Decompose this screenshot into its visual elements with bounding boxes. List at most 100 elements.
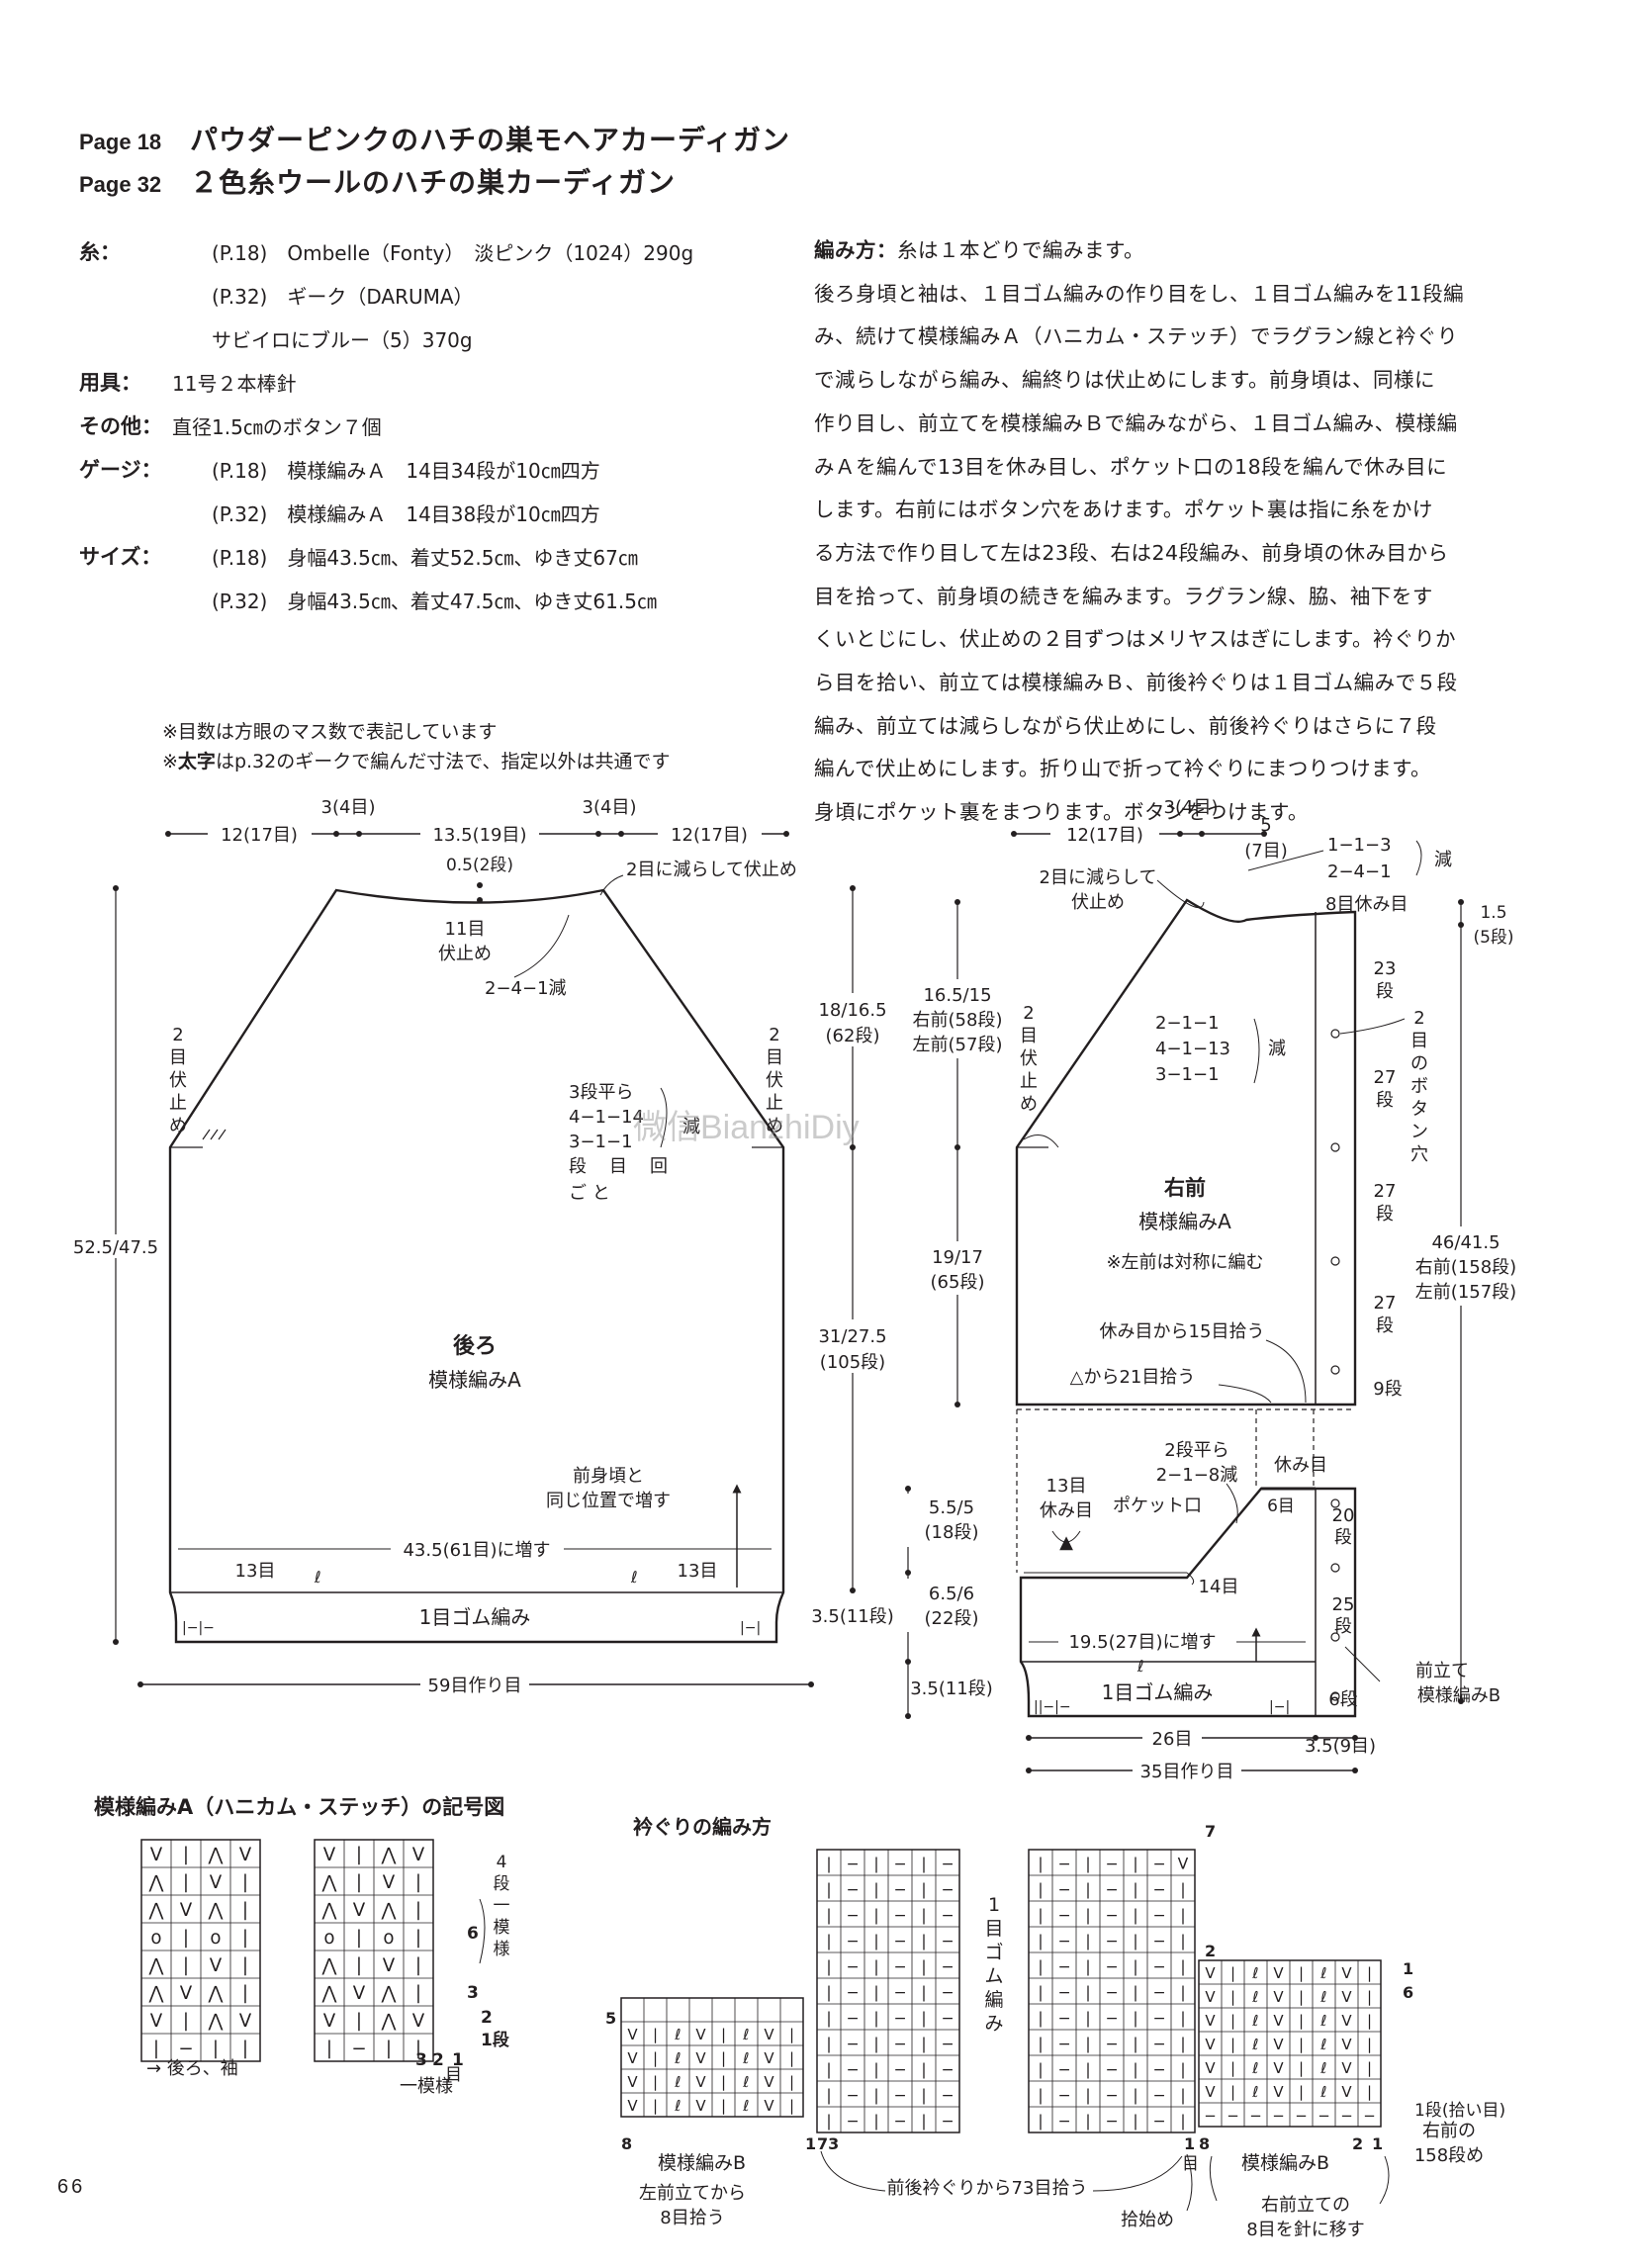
- other-value: 直径1.5㎝のボタン７個: [172, 414, 382, 439]
- stitch-symbol: ⋀: [381, 1845, 397, 1865]
- stitch-symbol: |: [1133, 2113, 1137, 2131]
- stitch-symbol: ⋀: [148, 1900, 164, 1921]
- stitch-symbol: |: [1038, 2087, 1043, 2105]
- front-shoulder-dec: 2−4−1: [1327, 862, 1392, 882]
- stitch-symbol: −: [1152, 1856, 1165, 1873]
- back-inc-mark: ℓ: [314, 1568, 321, 1587]
- stitch-symbol: ℓ: [742, 2049, 749, 2067]
- collar-col-8b: 8: [1199, 2134, 1210, 2153]
- collar-eye: 目: [1182, 2154, 1199, 2174]
- stitch-symbol: V: [627, 2026, 638, 2043]
- front-height-total: 46/41.5: [1431, 1232, 1500, 1253]
- back-right-bindoff: 2: [769, 1025, 779, 1045]
- stitch-symbol: −: [941, 1856, 954, 1873]
- front-pickup-1: 休み目から15目拾う: [1100, 1321, 1265, 1342]
- front-shoulder-dec-label: 減: [1434, 850, 1452, 870]
- front-left-bindoff: 2: [1023, 1003, 1034, 1024]
- front-raglan-rows: 左前(57段): [913, 1035, 1003, 1055]
- front-raglan-dec: 3−1−1: [1155, 1064, 1220, 1085]
- stitch-symbol: |: [1085, 1958, 1090, 1976]
- stitch-symbol: |: [415, 1983, 421, 2004]
- front-left-bindoff: 伏: [1020, 1048, 1038, 1069]
- stitch-symbol: ⋀: [381, 2011, 397, 2032]
- stitch-symbol: |: [1085, 1933, 1090, 1950]
- back-increase-note: 前身頃と: [573, 1466, 644, 1487]
- stitch-symbol: V: [180, 1983, 193, 2004]
- stitch-symbol: |: [356, 1928, 362, 1949]
- stitch-symbol: −: [178, 2039, 193, 2059]
- stitch-symbol: −: [941, 2036, 954, 2053]
- stitch-symbol: V: [1205, 2083, 1216, 2101]
- stitch-symbol: V: [695, 2097, 706, 2115]
- stitch-symbol: |: [1133, 1984, 1137, 2002]
- front-buttonhole-label: 2: [1413, 1008, 1424, 1029]
- collar-rib-label: み: [984, 2013, 1003, 2035]
- stitch-symbol: |: [1180, 1881, 1185, 1899]
- back-neck-rise: 0.5(2段): [446, 856, 513, 875]
- back-dim-left: 12(17目): [221, 825, 298, 846]
- front-rows: 27: [1374, 1067, 1397, 1088]
- stitch-symbol: −: [1057, 2087, 1070, 2105]
- stitch-symbol: −: [1272, 2107, 1285, 2125]
- front-dim-left: 12(17目): [1066, 825, 1143, 846]
- stitch-symbol: V: [1341, 1964, 1352, 1982]
- stitch-symbol: |: [1230, 1988, 1235, 2006]
- stitch-symbol: |: [1230, 2036, 1235, 2053]
- stitch-symbol: |: [1038, 1881, 1043, 1899]
- collar-back-pick: 前後衿ぐりから73目拾う: [887, 2178, 1088, 2199]
- stitch-symbol: |: [1133, 2061, 1137, 2079]
- stitch-symbol: ⋀: [208, 2011, 224, 2032]
- back-bindoff-count: 11目: [445, 919, 486, 940]
- stitch-symbol: ℓ: [1251, 2036, 1258, 2053]
- back-increase: 43.5(61目)に増す: [403, 1540, 550, 1561]
- stitch-symbol: |: [183, 1928, 189, 1949]
- front-pocket-6: 6目: [1267, 1497, 1295, 1516]
- stitch-symbol: |: [873, 2010, 878, 2028]
- collar-right-158: 158段め: [1414, 2145, 1484, 2166]
- stitch-symbol: |: [1038, 2010, 1043, 2028]
- back-cast-on: 59目作り目: [428, 1676, 522, 1696]
- stitch-symbol: |: [242, 2039, 248, 2059]
- yarn-line-3: サビイロにブルー（5）370g: [212, 327, 473, 352]
- stitch-symbol: |: [213, 2039, 219, 2059]
- stitch-symbol: |: [826, 2036, 831, 2053]
- collar-start: 拾始め: [1121, 2210, 1174, 2230]
- chart-a-row-2: 2: [481, 2008, 493, 2028]
- stitch-symbol: |: [721, 2073, 726, 2091]
- back-inc-mark: ℓ: [630, 1568, 638, 1587]
- stitch-symbol: |: [873, 1856, 878, 1873]
- stitch-symbol: |: [826, 1907, 831, 1925]
- front-raglan-height: 16.5/15: [923, 985, 991, 1006]
- front-bottom-26: 26目: [1152, 1729, 1193, 1750]
- stitch-symbol: |: [921, 2113, 926, 2131]
- stitch-symbol: −: [1057, 2113, 1070, 2131]
- stitch-symbol: V: [1205, 1988, 1216, 2006]
- stitch-symbol: |: [153, 2039, 159, 2059]
- stitch-symbol: −: [893, 1984, 906, 2002]
- front-pocket-rows: 20: [1332, 1505, 1355, 1526]
- collar-right-158: 右前の: [1422, 2121, 1476, 2141]
- stitch-symbol: −: [1057, 2036, 1070, 2053]
- back-neck-dec: 2目に減らして伏止め: [626, 860, 797, 880]
- method-line: み、続けて模様編みＡ（ハニカム・ステッチ）でラグラン線と衿ぐり: [814, 324, 1458, 349]
- stitch-symbol: ℓ: [1319, 2036, 1326, 2053]
- stitch-symbol: −: [1105, 2087, 1118, 2105]
- collar-row-pick: 1段(拾い目): [1414, 2101, 1505, 2121]
- stitch-symbol: |: [826, 1984, 831, 2002]
- front-dim-neck: 5: [1260, 815, 1271, 836]
- front-rib-symbol: ||−|−: [1034, 1699, 1071, 1715]
- method-line: します。右前にはボタン穴をあけます。ポケット裏は指に糸をかけ: [814, 498, 1433, 522]
- stitch-symbol: −: [1318, 2107, 1330, 2125]
- front-pocket-rows: 25: [1332, 1594, 1355, 1615]
- back-left-bindoff: 目: [169, 1047, 187, 1068]
- front-rows: 段: [1376, 1090, 1394, 1111]
- back-bindoff-label: 伏止め: [438, 944, 492, 964]
- stitch-symbol: V: [1341, 2059, 1352, 2077]
- stitch-symbol: −: [846, 2036, 859, 2053]
- front-rows: 段: [1376, 1204, 1394, 1225]
- front-left-bindoff: め: [1020, 1094, 1038, 1115]
- stitch-symbol: ⋀: [148, 1955, 164, 1976]
- stitch-symbol: −: [941, 2010, 954, 2028]
- stitch-symbol: ⋀: [208, 1983, 224, 2004]
- stitch-symbol: −: [1105, 1933, 1118, 1950]
